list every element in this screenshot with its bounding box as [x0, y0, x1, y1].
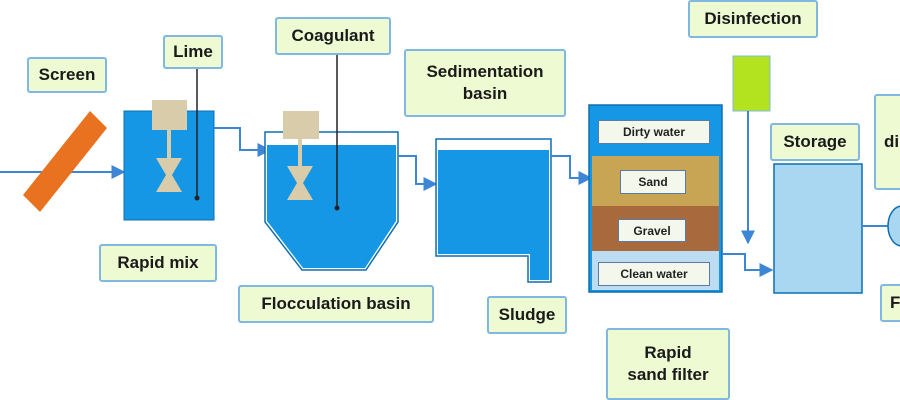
flocculator-motor — [283, 111, 319, 139]
rapid-mix-impeller — [156, 158, 182, 192]
filter-label-sand: Sand — [620, 170, 686, 194]
flocculator-paddle — [287, 166, 313, 200]
flow-to-sedimentation — [398, 155, 438, 191]
flow-to-flocculation — [214, 127, 272, 157]
screen-bar — [23, 111, 107, 212]
rapid-mix-motor — [152, 100, 187, 130]
filter-label-gravel: Gravel — [618, 219, 686, 242]
label-sedimentation-basin: Sedimentation basin — [404, 49, 566, 117]
label-cut-off-bottom: F — [880, 284, 900, 322]
flow-to-storage — [722, 253, 774, 277]
disinfectant-container — [732, 55, 771, 112]
label-screen: Screen — [27, 57, 107, 93]
pump-partial — [887, 205, 900, 247]
lime-dosing-point — [194, 195, 200, 201]
label-lime: Lime — [163, 35, 223, 69]
filter-label-clean-water: Clean water — [598, 262, 710, 286]
label-rapid-mix: Rapid mix — [99, 244, 217, 282]
coagulant-dosing-point — [334, 205, 340, 211]
label-rapid-sand-filter: Rapid sand filter — [606, 328, 730, 400]
label-cut-off-right: di — [874, 94, 900, 190]
sedimentation-water — [438, 150, 549, 280]
label-disinfection: Disinfection — [688, 0, 818, 38]
filter-label-dirty-water: Dirty water — [598, 120, 710, 144]
label-storage: Storage — [770, 123, 860, 161]
label-sludge: Sludge — [487, 296, 567, 334]
label-coagulant: Coagulant — [275, 17, 391, 55]
label-flocculation-basin: Flocculation basin — [238, 285, 434, 323]
storage-tank — [773, 163, 863, 294]
flow-to-filter — [551, 155, 593, 185]
